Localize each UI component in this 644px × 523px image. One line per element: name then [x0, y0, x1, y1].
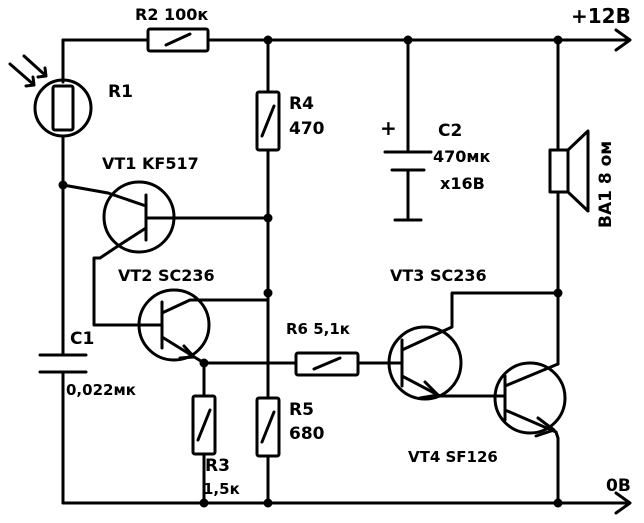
vt3-label: VT3 SC236: [390, 266, 487, 285]
c1-value-label: 0,022мк: [66, 381, 136, 399]
r3-name-label: R3: [205, 456, 230, 476]
c2-value-label: 470мк: [433, 147, 491, 166]
r1-label: R1: [108, 82, 133, 102]
r5-value-label: 680: [289, 424, 325, 444]
c2-voltage-label: x16В: [440, 174, 485, 193]
vt4-label: VT4 SF126: [408, 448, 498, 466]
resistor-r3: [191, 361, 217, 505]
transistor-vt2: [135, 288, 270, 365]
supply-voltage-label: +12В: [571, 4, 631, 28]
resistor-r2: [146, 27, 210, 53]
resistor-r6: [202, 351, 404, 377]
transistor-vt4: [493, 361, 567, 505]
r4-name-label: R4: [289, 94, 314, 114]
resistor-r4: [255, 90, 281, 152]
ba1-label: ВА1 8 ом: [596, 140, 616, 228]
transistor-vt3: [387, 291, 560, 401]
capacitor-c1: [38, 353, 88, 374]
c2-name-label: C2: [438, 121, 463, 141]
r3-value-label: 1,5к: [203, 480, 240, 498]
vt2-label: VT2 SC236: [118, 266, 215, 285]
vt1-label: VT1 KF517: [102, 154, 199, 173]
ground-terminal: [614, 491, 632, 515]
c2-plus-sign: +: [380, 116, 397, 140]
r6-label: R6 5,1к: [286, 320, 350, 338]
ground-label: 0В: [606, 476, 631, 496]
resistor-r5: [255, 396, 281, 458]
r5-name-label: R5: [289, 400, 314, 420]
photoresistor-r1: [8, 38, 93, 187]
capacitor-c2: [383, 38, 433, 222]
supply-terminal: [614, 28, 632, 52]
r2-label: R2 100к: [135, 5, 209, 24]
r4-value-label: 470: [289, 119, 325, 139]
transistor-vt1: [92, 180, 270, 327]
left-vertical-wire: [61, 183, 110, 505]
c1-name-label: C1: [70, 329, 95, 349]
speaker-ba1: [548, 38, 590, 366]
